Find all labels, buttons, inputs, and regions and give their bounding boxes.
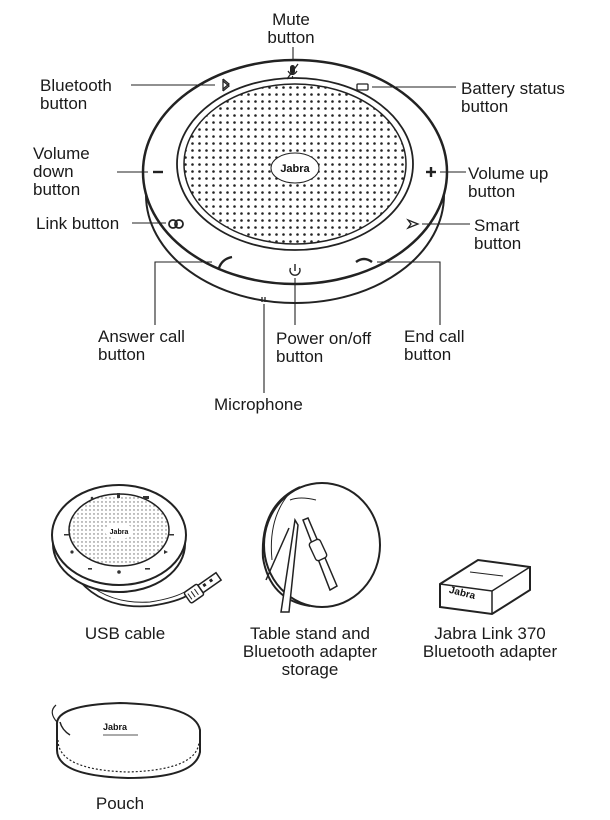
- label-battery: Battery status button: [461, 79, 565, 116]
- plus-icon[interactable]: [426, 167, 436, 177]
- speaker-logo: Jabra: [280, 163, 310, 175]
- small-speaker-logo: Jabra: [110, 529, 129, 536]
- label-volume-up: Volume up button: [468, 164, 549, 201]
- label-volume-down: Volume down button: [33, 144, 90, 199]
- speaker-back-with-stand: [261, 482, 381, 613]
- label-link: Link button: [36, 214, 120, 233]
- label-end-call: End call button: [404, 327, 465, 364]
- bluetooth-icon[interactable]: [222, 78, 231, 92]
- mute-icon[interactable]: [286, 63, 299, 80]
- pouch: Jabra: [51, 701, 201, 780]
- power-icon[interactable]: [289, 264, 301, 276]
- speaker-main: Jabra: [141, 58, 449, 304]
- label-microphone: Microphone: [214, 395, 303, 414]
- answer-call-icon[interactable]: [217, 255, 233, 269]
- label-mute: Mute button: [267, 10, 315, 47]
- leader-lines: [117, 47, 470, 393]
- link-icon[interactable]: [168, 219, 184, 229]
- label-usb-cable: USB cable: [84, 624, 166, 643]
- label-answer-call: Answer call button: [98, 327, 185, 364]
- label-pouch: Pouch: [95, 794, 145, 813]
- microphone-icon: [261, 297, 266, 302]
- end-call-icon[interactable]: [355, 257, 373, 263]
- label-smart: Smart button: [474, 216, 522, 253]
- battery-icon[interactable]: [356, 83, 369, 91]
- bluetooth-adapter: Jabra: [439, 558, 531, 616]
- label-bluetooth: Bluetooth button: [40, 76, 112, 113]
- label-bluetooth-adapter: Jabra Link 370 Bluetooth adapter: [422, 624, 558, 661]
- label-table-stand: Table stand and Bluetooth adapter storag…: [242, 624, 378, 679]
- speaker-small-with-usb: Jabra: [51, 484, 223, 608]
- label-power: Power on/off button: [276, 329, 372, 366]
- smart-icon[interactable]: [406, 218, 420, 230]
- pouch-logo: Jabra: [103, 722, 128, 732]
